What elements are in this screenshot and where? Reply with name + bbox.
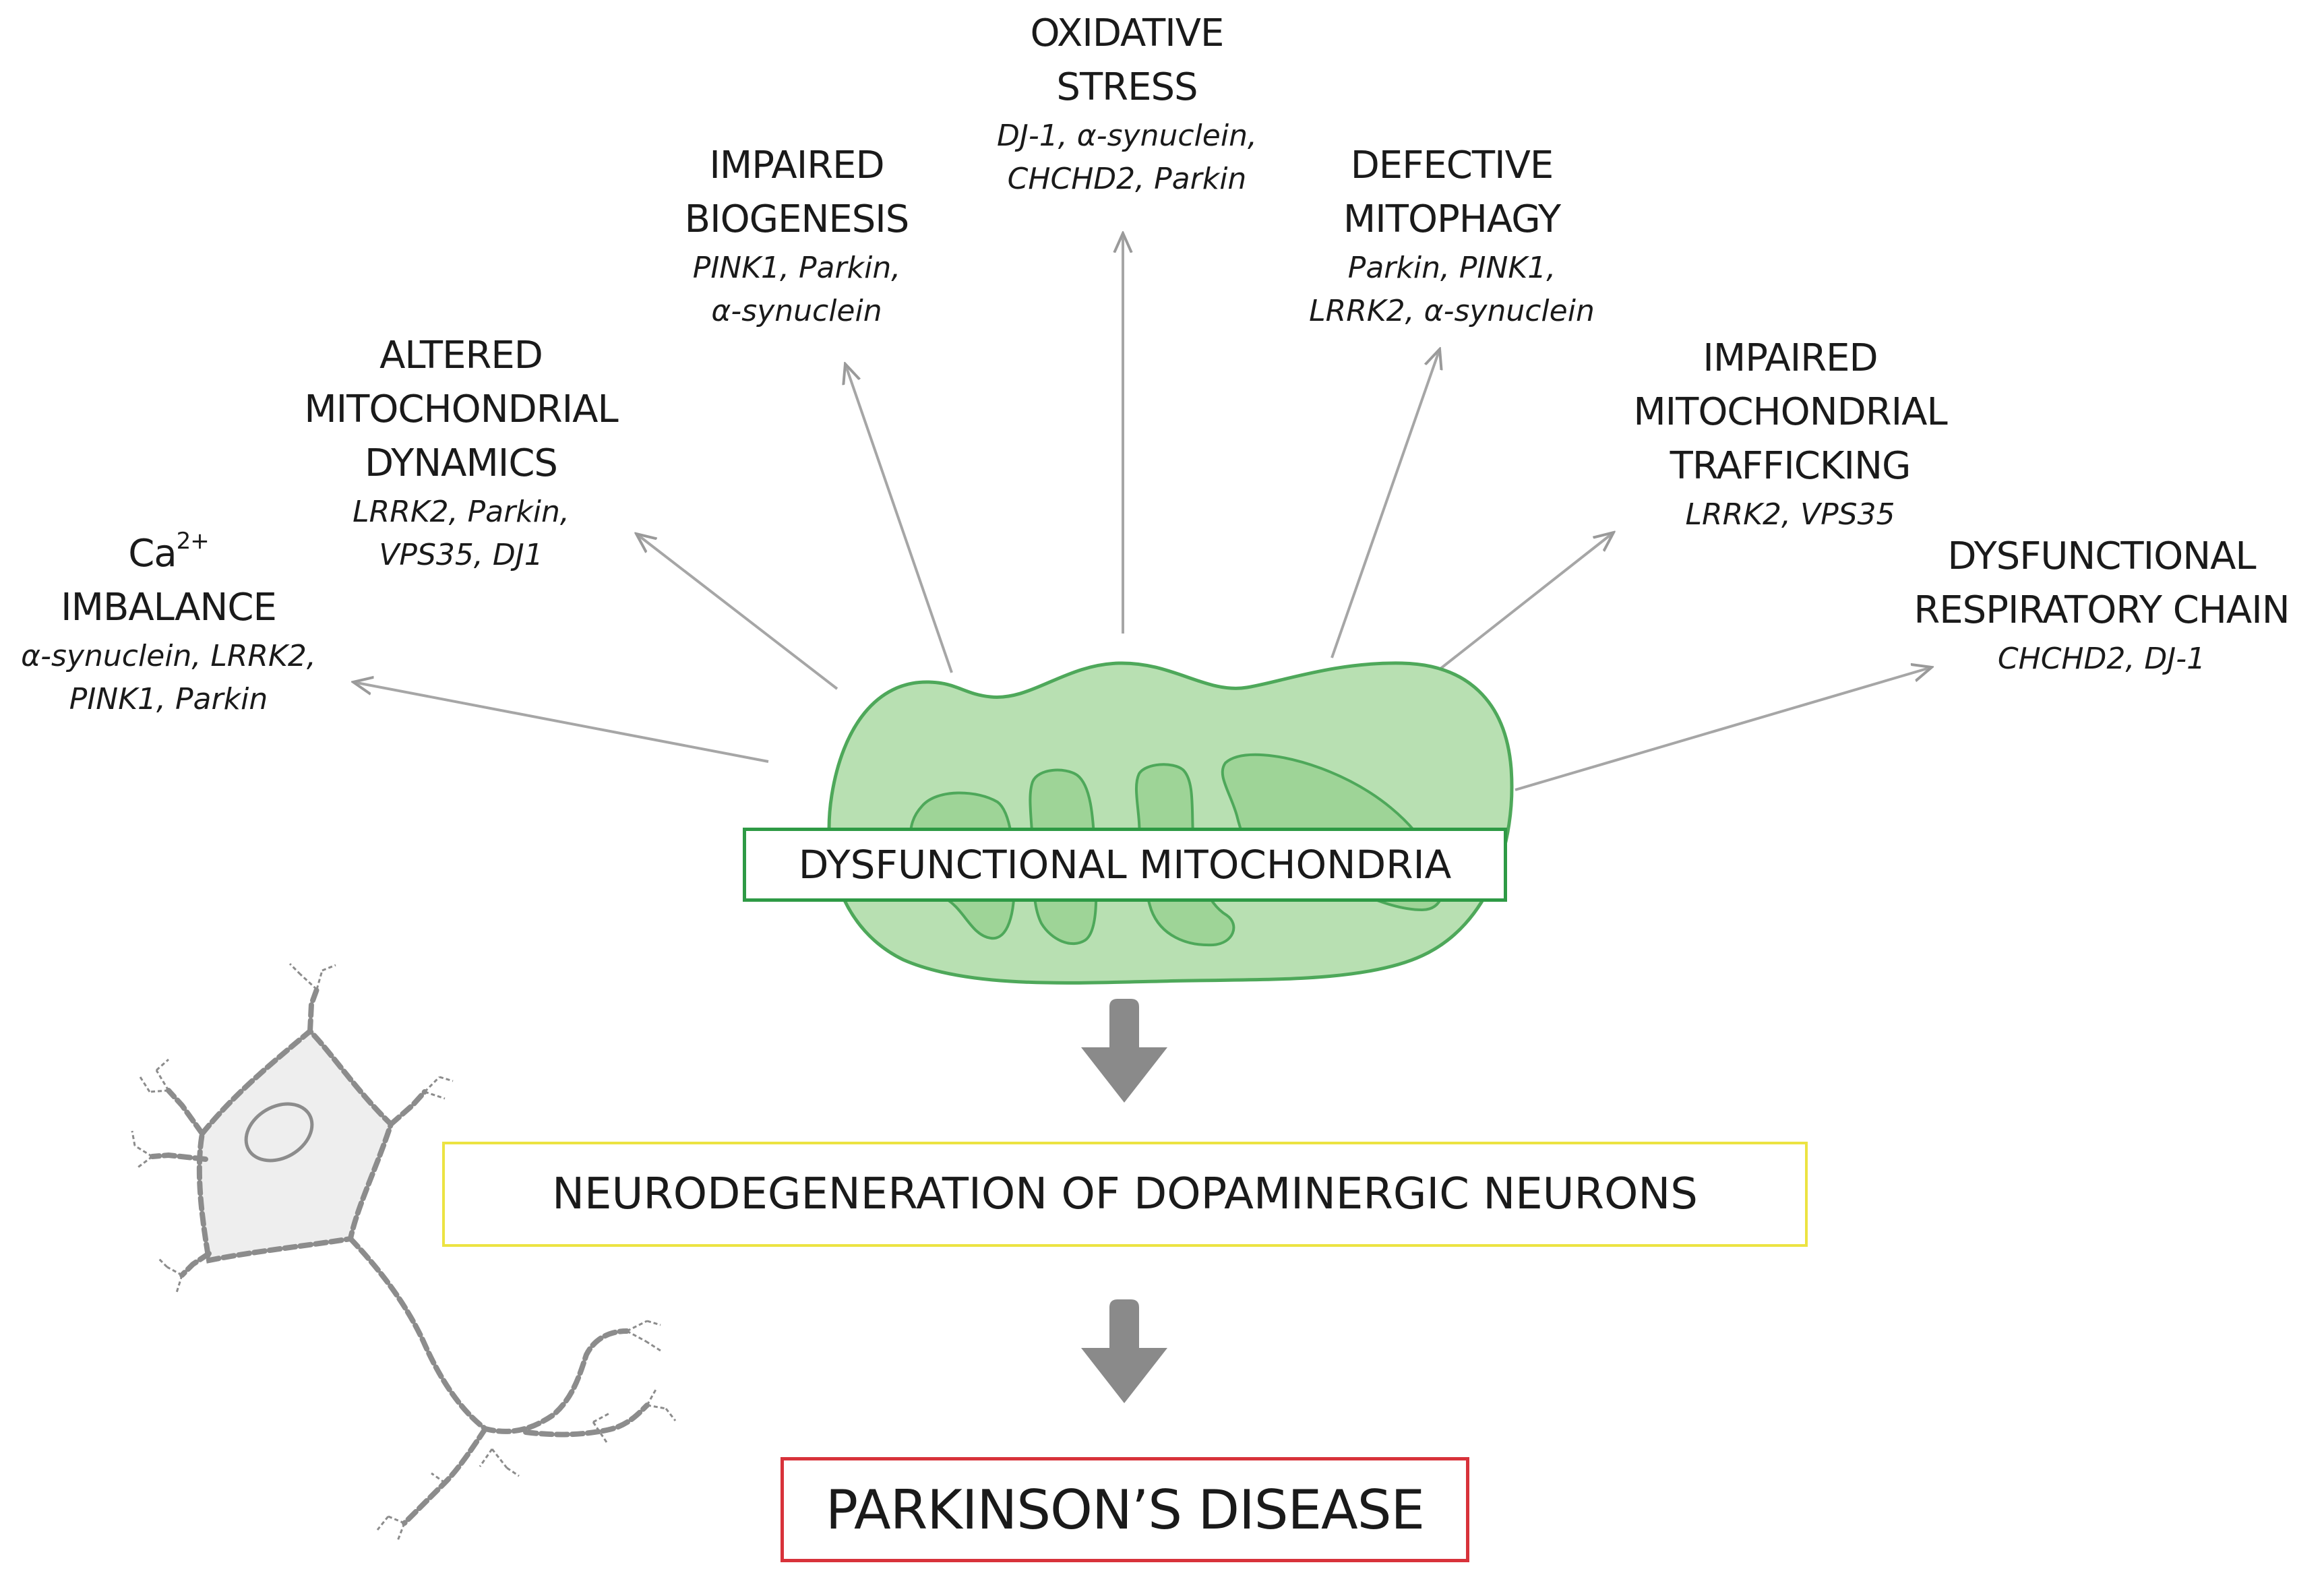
biogenesis-title-line-1: IMPAIRED (709, 144, 884, 187)
dynamics-genes-line-2: VPS35, DJ1 (379, 538, 543, 572)
mitochondrion-illustration (827, 661, 1514, 985)
mechanism-impaired-biogenesis: IMPAIRED BIOGENESIS PINK1, Parkin, α-syn… (581, 139, 1012, 333)
arrow-to-mitophagy (1331, 349, 1440, 658)
neuron-terminals (131, 962, 677, 1541)
neuron-soma (196, 1027, 394, 1264)
parkinsons-disease-box: PARKINSON’S DISEASE (781, 1457, 1469, 1562)
dendrite-top (307, 987, 319, 1034)
arrow-to-respiratory (1515, 667, 1932, 791)
respiratory-genes-line-1: CHCHD2, DJ-1 (1997, 642, 2206, 676)
oxidative-title-line-1: OXIDATIVE (1030, 11, 1225, 55)
respiratory-title-line-1: DYSFUNCTIONAL (1947, 534, 2256, 578)
oxidative-genes-line-2: CHCHD2, Parkin (1007, 162, 1247, 196)
trafficking-title-line-3: TRAFFICKING (1670, 444, 1912, 488)
calcium-genes-line-2: PINK1, Parkin (69, 682, 268, 716)
biogenesis-title-line-2: BIOGENESIS (684, 197, 910, 241)
terminal-ll (156, 1256, 183, 1293)
terminal-axon-bottom (376, 1472, 446, 1541)
terminal-left (131, 1130, 153, 1170)
dynamics-title-line-3: DYNAMICS (365, 441, 558, 485)
axon-branch (523, 1403, 650, 1438)
neuron-nucleus (244, 1102, 314, 1163)
respiratory-title-line-2: RESPIRATORY CHAIN (1914, 588, 2290, 632)
mechanism-defective-mitophagy: DEFECTIVE MITOPHAGY Parkin, PINK1, LRRK2… (1236, 139, 1668, 333)
mechanism-calcium-imbalance: Ca2+ IMBALANCE α-synuclein, LRRK2, PINK1… (0, 527, 384, 721)
axon-terminal-left (402, 1426, 488, 1526)
biogenesis-genes-line-2: α-synuclein (711, 294, 882, 328)
mechanism-impaired-trafficking: IMPAIRED MITOCHONDRIAL TRAFFICKING LRRK2… (1574, 332, 2006, 536)
dynamics-genes-line-1: LRRK2, Parkin, (353, 495, 570, 529)
mechanism-oxidative-stress: OXIDATIVE STRESS DJ-1, α-synuclein, CHCH… (911, 7, 1343, 201)
dendrite-right (388, 1089, 427, 1127)
arrow-to-dynamics (636, 534, 838, 690)
mitophagy-genes-line-2: LRRK2, α-synuclein (1309, 294, 1595, 328)
dendrite-upper-left (166, 1088, 205, 1136)
terminal-top (288, 962, 336, 991)
arrow-to-trafficking (1410, 532, 1614, 693)
terminal-right (423, 1076, 454, 1100)
oxidative-genes-line-1: DJ-1, α-synuclein, (997, 119, 1257, 153)
dynamics-title-line-2: MITOCHONDRIAL (304, 388, 618, 431)
mitophagy-title-line-2: MITOPHAGY (1343, 197, 1561, 241)
neuron-illustration (150, 987, 650, 1526)
mechanism-altered-dynamics: ALTERED MITOCHONDRIAL DYNAMICS LRRK2, Pa… (245, 329, 677, 577)
dysfunctional-mitochondria-box: DYSFUNCTIONAL MITOCHONDRIA (743, 828, 1507, 902)
down-arrow-2 (1081, 1299, 1167, 1403)
terminal-axon-branch (646, 1388, 677, 1421)
trafficking-genes-line-1: LRRK2, VPS35 (1685, 497, 1895, 532)
mitophagy-title-line-1: DEFECTIVE (1350, 144, 1554, 187)
terminal-axon-right (626, 1320, 661, 1352)
radial-arrows (353, 233, 1932, 791)
calcium-superscript: 2+ (176, 528, 210, 555)
axon (348, 1236, 630, 1434)
trafficking-title-line-2: MITOCHONDRIAL (1633, 390, 1947, 434)
arrow-to-biogenesis (845, 364, 953, 673)
terminal-ul (139, 1058, 170, 1093)
biogenesis-genes-line-1: PINK1, Parkin, (692, 251, 901, 285)
dynamics-title-line-1: ALTERED (379, 334, 543, 377)
mitophagy-genes-line-1: Parkin, PINK1, (1347, 251, 1556, 285)
trafficking-title-line-1: IMPAIRED (1703, 336, 1878, 380)
calcium-title-line-2: IMBALANCE (61, 586, 277, 629)
arrow-to-calcium (353, 682, 769, 763)
down-arrow-1 (1081, 999, 1167, 1103)
mechanism-respiratory-chain: DYSFUNCTIONAL RESPIRATORY CHAIN CHCHD2, … (1879, 530, 2324, 681)
dendrite-left (150, 1152, 208, 1162)
calcium-title-line-1: Ca (128, 532, 177, 576)
calcium-genes-line-1: α-synuclein, LRRK2, (21, 639, 316, 673)
neurodegeneration-box: NEURODEGENERATION OF DOPAMINERGIC NEURON… (442, 1142, 1808, 1247)
terminal-axon-mid (592, 1411, 611, 1443)
terminal-axon-low (479, 1448, 520, 1477)
dendrite-lower-left (179, 1251, 212, 1278)
oxidative-title-line-2: STRESS (1056, 65, 1198, 109)
flow-arrows (1081, 999, 1167, 1403)
